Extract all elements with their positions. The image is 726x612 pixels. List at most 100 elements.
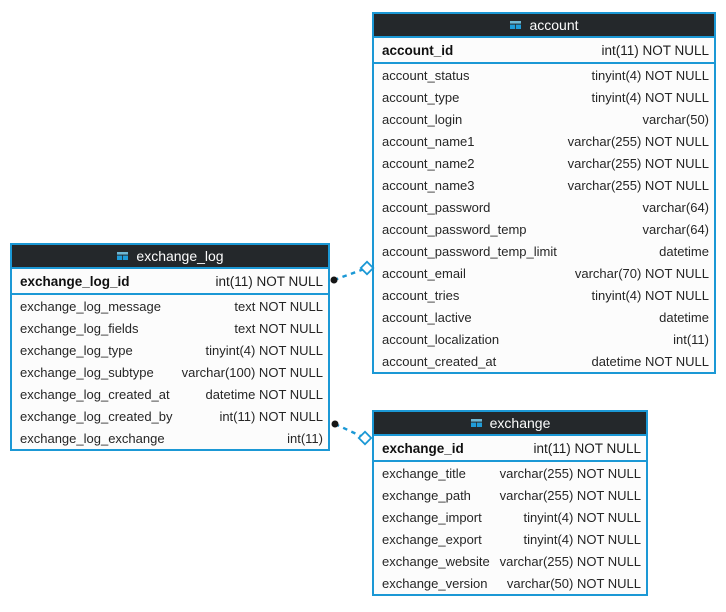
column-row[interactable]: account_name3 varchar(255) NOT NULL	[374, 174, 714, 196]
relationship-diamond-endpoint	[357, 430, 373, 446]
column-row[interactable]: account_lactive datetime	[374, 306, 714, 328]
column-name: exchange_log_message	[20, 298, 161, 314]
table-icon-wrap	[116, 251, 130, 261]
column-type: varchar(255) NOT NULL	[567, 133, 709, 149]
column-name: account_login	[382, 111, 463, 127]
column-name: account_lactive	[382, 309, 472, 325]
table-title: exchange_log	[136, 248, 224, 264]
column-type: tinyint(4) NOT NULL	[591, 67, 709, 83]
column-row-primary-key[interactable]: exchange_id int(11) NOT NULL	[374, 436, 646, 462]
column-name: account_password_temp	[382, 221, 527, 237]
column-type: int(11)	[673, 331, 709, 347]
column-row[interactable]: account_password_temp varchar(64)	[374, 218, 714, 240]
table-icon	[509, 20, 523, 30]
column-type: varchar(64)	[642, 199, 709, 215]
column-name: exchange_log_exchange	[20, 430, 165, 446]
column-row[interactable]: account_name2 varchar(255) NOT NULL	[374, 152, 714, 174]
column-name: exchange_export	[382, 531, 482, 547]
column-row[interactable]: exchange_log_created_by int(11) NOT NULL	[12, 405, 328, 427]
table-header-account[interactable]: account	[374, 14, 714, 38]
column-type: int(11) NOT NULL	[533, 440, 641, 456]
column-name: exchange_log_id	[20, 273, 130, 289]
column-row[interactable]: account_status tinyint(4) NOT NULL	[374, 64, 714, 86]
column-type: varchar(255) NOT NULL	[499, 487, 641, 503]
column-name: account_name2	[382, 155, 475, 171]
table-icon-wrap	[509, 20, 523, 30]
column-row[interactable]: account_password varchar(64)	[374, 196, 714, 218]
column-name: exchange_log_created_at	[20, 386, 170, 402]
column-row[interactable]: account_password_temp_limit datetime	[374, 240, 714, 262]
column-name: account_status	[382, 67, 470, 83]
table-header-exchange_log[interactable]: exchange_log	[12, 245, 328, 269]
column-type: int(11) NOT NULL	[219, 408, 323, 424]
column-name: account_name1	[382, 133, 475, 149]
column-name: account_created_at	[382, 353, 497, 369]
column-type: varchar(255) NOT NULL	[567, 177, 709, 193]
column-name: account_tries	[382, 287, 460, 303]
column-name: exchange_import	[382, 509, 482, 525]
column-type: varchar(255) NOT NULL	[567, 155, 709, 171]
column-type: varchar(100) NOT NULL	[181, 364, 323, 380]
column-row[interactable]: exchange_version varchar(50) NOT NULL	[374, 572, 646, 594]
column-row[interactable]: account_login varchar(50)	[374, 108, 714, 130]
column-row[interactable]: exchange_path varchar(255) NOT NULL	[374, 484, 646, 506]
column-row[interactable]: account_name1 varchar(255) NOT NULL	[374, 130, 714, 152]
column-name: exchange_version	[382, 575, 488, 591]
column-type: tinyint(4) NOT NULL	[591, 89, 709, 105]
column-name: exchange_path	[382, 487, 471, 503]
column-type: text NOT NULL	[234, 298, 323, 314]
column-type: int(11) NOT NULL	[601, 42, 709, 58]
column-name: exchange_title	[382, 465, 466, 481]
column-type: text NOT NULL	[234, 320, 323, 336]
column-type: datetime	[659, 243, 709, 259]
column-name: account_name3	[382, 177, 475, 193]
column-type: varchar(70) NOT NULL	[574, 265, 709, 281]
column-type: varchar(64)	[642, 221, 709, 237]
column-type: datetime	[659, 309, 709, 325]
table-title: exchange	[489, 415, 551, 431]
relationship-exchange_log-account[interactable]	[330, 260, 375, 284]
column-type: datetime NOT NULL	[591, 353, 709, 369]
column-type: tinyint(4) NOT NULL	[591, 287, 709, 303]
column-name: account_password	[382, 199, 491, 215]
column-row[interactable]: exchange_website varchar(255) NOT NULL	[374, 550, 646, 572]
column-name: account_password_temp_limit	[382, 243, 557, 259]
column-type: tinyint(4) NOT NULL	[523, 531, 641, 547]
column-name: account_localization	[382, 331, 500, 347]
column-row[interactable]: account_localization int(11)	[374, 328, 714, 350]
relationship-line	[333, 266, 368, 282]
relationship-exchange_log-exchange[interactable]	[331, 420, 373, 446]
column-type: tinyint(4) NOT NULL	[523, 509, 641, 525]
column-type: varchar(50)	[642, 111, 709, 127]
column-row[interactable]: exchange_export tinyint(4) NOT NULL	[374, 528, 646, 550]
column-row[interactable]: exchange_log_message text NOT NULL	[12, 295, 328, 317]
column-name: exchange_website	[382, 553, 490, 569]
column-row[interactable]: exchange_log_exchange int(11)	[12, 427, 328, 449]
column-name: exchange_log_created_by	[20, 408, 173, 424]
column-row[interactable]: account_tries tinyint(4) NOT NULL	[374, 284, 714, 306]
column-name: exchange_id	[382, 440, 464, 456]
column-row[interactable]: exchange_log_type tinyint(4) NOT NULL	[12, 339, 328, 361]
column-type: varchar(255) NOT NULL	[499, 553, 641, 569]
column-type: int(11)	[287, 430, 323, 446]
table-icon	[116, 251, 130, 261]
column-row[interactable]: account_created_at datetime NOT NULL	[374, 350, 714, 372]
column-name: exchange_log_type	[20, 342, 133, 358]
column-type: varchar(50) NOT NULL	[506, 575, 641, 591]
table-title: account	[529, 17, 579, 33]
column-row[interactable]: exchange_import tinyint(4) NOT NULL	[374, 506, 646, 528]
column-type: tinyint(4) NOT NULL	[205, 342, 323, 358]
table-header-exchange[interactable]: exchange	[374, 412, 646, 436]
